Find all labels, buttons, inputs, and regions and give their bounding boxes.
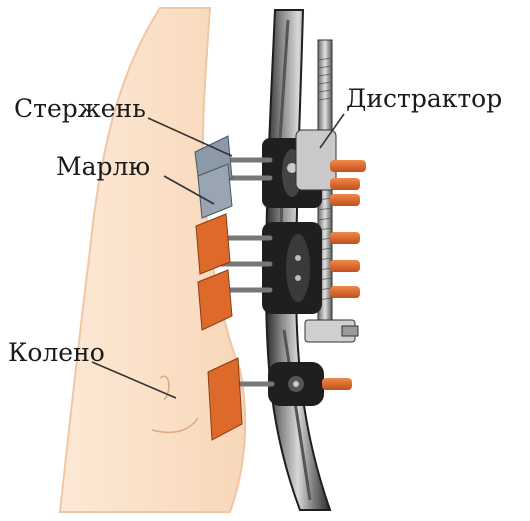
label-gauze: Марлю [56,154,150,179]
label-knee: Колено [8,340,105,365]
lower-clamp [268,362,324,406]
label-rod: Стержень [14,96,146,121]
distractor-knob [342,326,358,336]
label-distractor: Дистрактор [346,86,502,111]
